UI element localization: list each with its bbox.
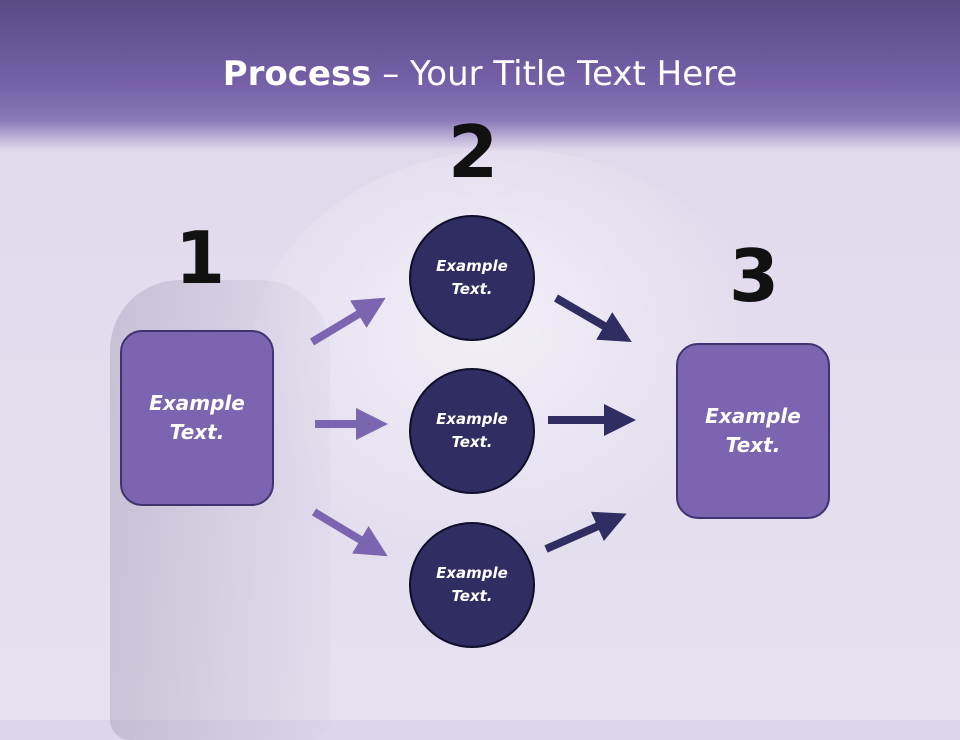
title-rest: – Your Title Text Here	[371, 54, 738, 94]
step-number-2: 2	[447, 110, 499, 194]
title-bar	[0, 0, 960, 150]
start-box-line-2: Text.	[169, 420, 225, 444]
circle-top[interactable]: Example Text.	[409, 215, 535, 341]
circle-middle[interactable]: Example Text.	[409, 368, 535, 494]
slide-title[interactable]: Process – Your Title Text Here	[0, 52, 960, 96]
arrow-bottom-to-right	[544, 511, 627, 553]
start-box[interactable]: Example Text.	[120, 330, 274, 506]
start-box-line-1: Example	[149, 391, 245, 415]
circle-top-text: Example Text.	[436, 255, 508, 301]
circle-bottom-line-1: Example	[436, 564, 508, 582]
end-box-line-2: Text.	[725, 433, 781, 457]
end-box-line-1: Example	[705, 404, 801, 428]
arrow-left-to-bottom	[311, 508, 388, 557]
end-box-text: Example Text.	[705, 402, 801, 460]
step-number-3: 3	[728, 234, 780, 318]
circle-top-line-1: Example	[436, 257, 508, 275]
circle-middle-text: Example Text.	[436, 408, 508, 454]
circle-bottom[interactable]: Example Text.	[409, 522, 535, 648]
arrow-left-to-top	[309, 297, 386, 346]
circle-middle-line-1: Example	[436, 410, 508, 428]
step-number-1: 1	[174, 216, 226, 300]
start-box-text: Example Text.	[149, 389, 245, 447]
circle-bottom-text: Example Text.	[436, 562, 508, 608]
circle-middle-line-2: Text.	[451, 433, 493, 451]
arrows-layer	[309, 294, 636, 557]
end-box[interactable]: Example Text.	[676, 343, 830, 519]
circle-top-line-2: Text.	[451, 280, 493, 298]
circle-bottom-line-2: Text.	[451, 587, 493, 605]
arrow-top-to-right	[553, 294, 632, 343]
title-bold: Process	[222, 54, 372, 94]
